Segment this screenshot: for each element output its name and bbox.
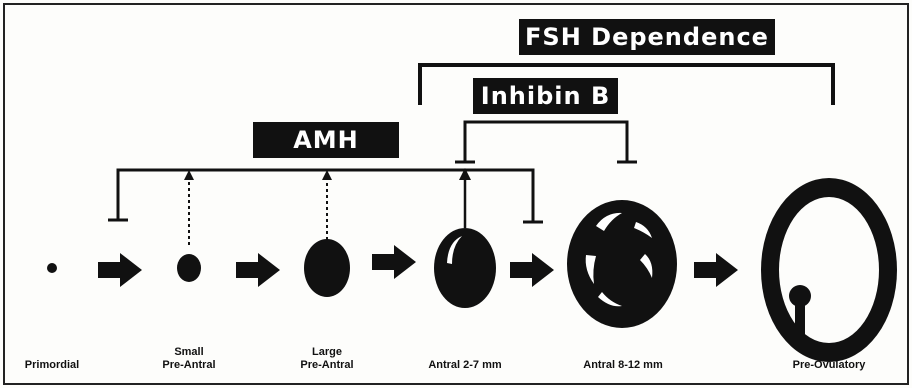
fsh-dependence-label: FSH Dependence bbox=[519, 19, 775, 55]
follicle-antral-2-7 bbox=[434, 228, 496, 308]
stage-label-large-preantral: Large Pre-Antral bbox=[267, 346, 387, 372]
diagram-frame bbox=[4, 4, 908, 384]
progression-arrow-3 bbox=[372, 245, 416, 279]
progression-arrow-5 bbox=[694, 253, 738, 287]
stage-label-small-preantral: Small Pre-Antral bbox=[129, 346, 249, 372]
follicle-primordial bbox=[47, 263, 57, 273]
progression-arrow-1 bbox=[98, 253, 142, 287]
inhibin-bracket bbox=[465, 122, 627, 162]
stage-label-antral-2-7: Antral 2-7 mm bbox=[405, 359, 525, 372]
amh-label: AMH bbox=[253, 122, 399, 158]
progression-arrow-4 bbox=[510, 253, 554, 287]
follicle-antral-8-12 bbox=[567, 200, 677, 328]
progression-arrow-2 bbox=[236, 253, 280, 287]
stage-label-preovulatory: Pre-Ovulatory bbox=[769, 359, 889, 372]
stage-label-antral-8-12: Antral 8-12 mm bbox=[563, 359, 683, 372]
follicle-preovulatory bbox=[761, 178, 897, 362]
stage-label-primordial: Primordial bbox=[0, 359, 112, 372]
follicle-large-preantral bbox=[304, 239, 350, 297]
follicle-small-preantral bbox=[177, 254, 201, 282]
inhibin-b-label: Inhibin B bbox=[473, 78, 618, 114]
